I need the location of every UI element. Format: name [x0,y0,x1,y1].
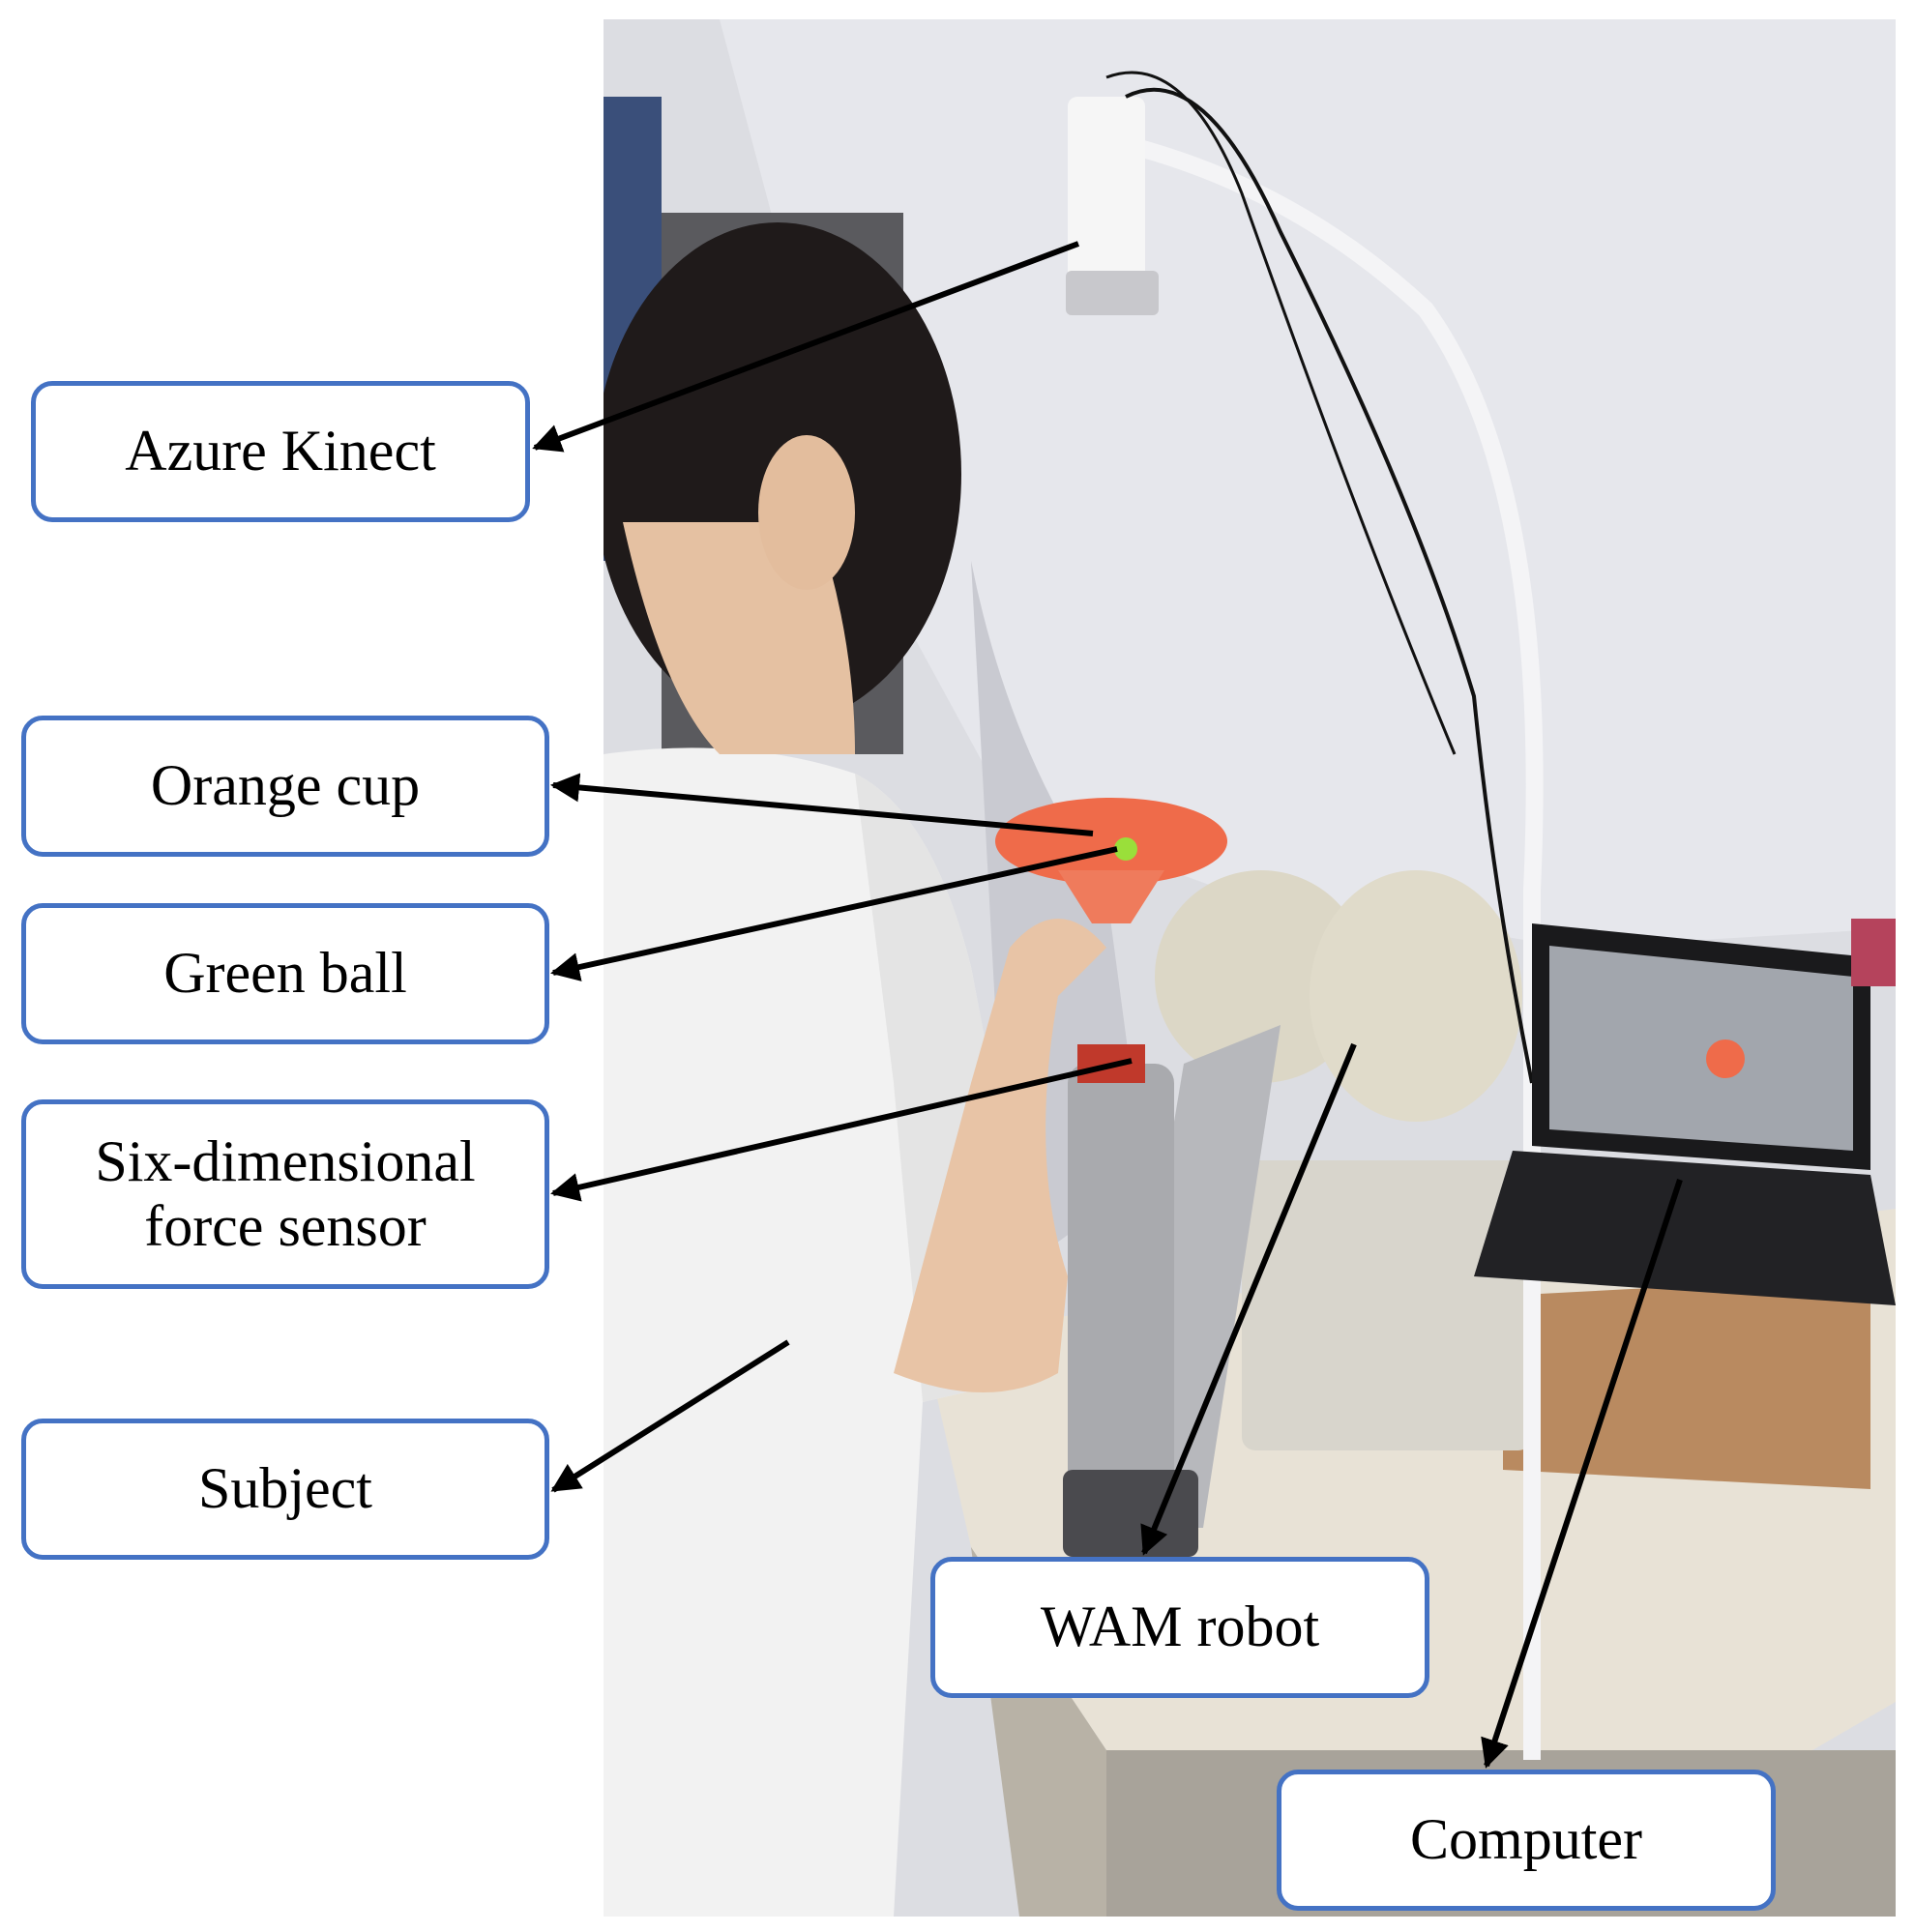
label-computer-text: Computer [1410,1807,1642,1872]
kinect-cable-2 [1105,71,1457,755]
green-ball [1114,837,1137,861]
kinect-cable-1 [1125,87,1534,1084]
camera-stand-pole [1085,127,1544,1760]
label-wam-robot: WAM robot [930,1557,1429,1698]
pink-object [1851,919,1896,986]
label-computer: Computer [1277,1770,1776,1911]
robot-joint [1310,870,1522,1122]
force-sensor-red [1077,1044,1145,1083]
label-green-ball-text: Green ball [163,941,407,1006]
label-subject: Subject [21,1419,549,1560]
label-wam-robot-text: WAM robot [1040,1595,1320,1659]
label-azure-kinect-text: Azure Kinect [125,419,436,483]
kinect-mount [1066,271,1159,315]
label-orange-cup: Orange cup [21,716,549,857]
label-subject-text: Subject [198,1456,372,1521]
robot-forearm [1068,1064,1174,1528]
label-azure-kinect: Azure Kinect [31,381,530,522]
robot-base-box [1242,1160,1532,1450]
label-force-sensor: Six-dimensional force sensor [21,1099,549,1289]
cardboard-box [1503,1276,1870,1489]
robot-wheel [1063,1470,1198,1557]
label-green-ball: Green ball [21,903,549,1044]
person-ear [758,435,855,590]
laptop-screen [1549,946,1853,1151]
label-force-sensor-line2: force sensor [144,1194,427,1258]
label-force-sensor-line1: Six-dimensional [95,1128,476,1193]
azure-kinect-camera [1068,97,1145,290]
laptop-screen-cup [1706,1039,1745,1078]
label-orange-cup-text: Orange cup [150,753,421,818]
